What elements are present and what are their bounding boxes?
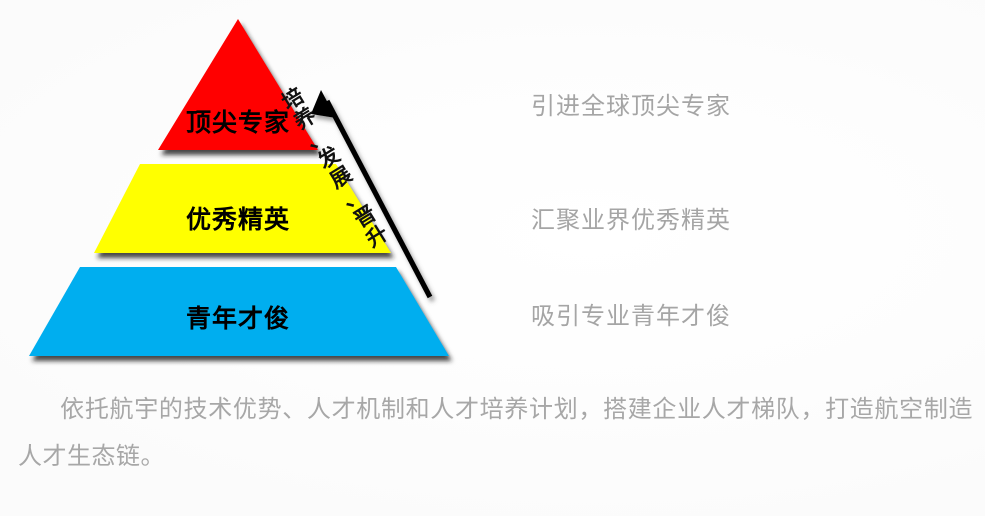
pyramid-level-middle[interactable] [94, 164, 391, 253]
pyramid-svg [29, 19, 449, 356]
pyramid-level-bottom[interactable] [29, 267, 449, 356]
level-note-middle: 汇聚业界优秀精英 [531, 207, 731, 234]
pyramid-level-top-label: 顶尖专家 [185, 109, 290, 137]
growth-arrow [311, 90, 433, 299]
level-note-top: 引进全球顶尖专家 [531, 93, 731, 120]
pyramid-level-top[interactable] [158, 19, 318, 150]
summary-paragraph: 依托航宇的技术优势、人才机制和人才培养计划，搭建企业人才梯队，打造航空制造人才生… [18, 386, 973, 480]
pyramid-level-bottom-label: 青年才俊 [185, 305, 290, 333]
pyramid-diagram: 顶尖专家 优秀精英 青年才俊 培养、发展、晋升 引进全球顶尖专家 汇聚业界优秀精… [29, 19, 731, 356]
summary-text: 依托航宇的技术优势、人才机制和人才培养计划，搭建企业人才梯队，打造航空制造人才生… [18, 396, 973, 470]
pyramid-level-middle-label: 优秀精英 [185, 206, 290, 234]
level-note-bottom: 吸引专业青年才俊 [531, 303, 731, 330]
